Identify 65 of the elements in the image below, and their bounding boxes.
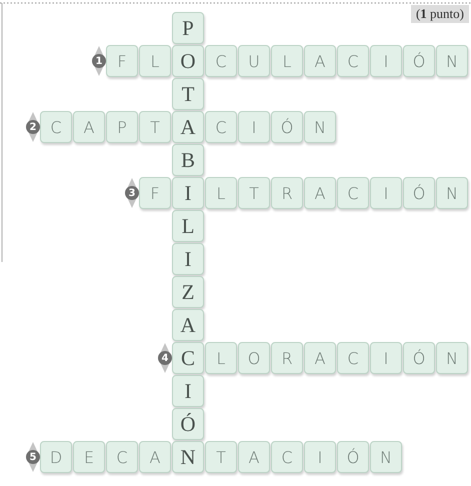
letter-cell: Ó: [337, 441, 369, 473]
letter-cell: R: [271, 342, 303, 374]
number-badge: 5: [25, 441, 41, 473]
letter-cell: I: [370, 177, 402, 209]
letter-cell: U: [238, 45, 270, 77]
letter-cell: I: [172, 375, 204, 407]
letter-cell: A: [304, 45, 336, 77]
letter-cell: I: [172, 177, 204, 209]
number-badge: 3: [124, 177, 140, 209]
letter-cell: I: [238, 111, 270, 143]
letter-cell: I: [370, 45, 402, 77]
letter-cell: A: [73, 111, 105, 143]
letter-cell: A: [304, 342, 336, 374]
letter-cell: C: [337, 342, 369, 374]
letter-cell: A: [304, 177, 336, 209]
letter-cell: O: [238, 342, 270, 374]
letter-cell: A: [172, 309, 204, 341]
letter-cell: I: [172, 243, 204, 275]
letter-cell: D: [40, 441, 72, 473]
letter-cell: T: [172, 78, 204, 110]
number-badge: 2: [25, 111, 41, 143]
letter-cell: C: [271, 441, 303, 473]
letter-cell: O: [172, 45, 204, 77]
letter-cell: A: [139, 441, 171, 473]
letter-cell: N: [172, 441, 204, 473]
number-badge: 4: [157, 342, 173, 374]
letter-cell: N: [304, 111, 336, 143]
letter-cell: Ó: [403, 45, 435, 77]
points-note: (1 punto): [410, 5, 469, 23]
letter-cell: N: [436, 177, 468, 209]
letter-cell: C: [205, 111, 237, 143]
letter-cell: P: [172, 12, 204, 44]
letter-cell: C: [106, 441, 138, 473]
letter-cell: C: [337, 177, 369, 209]
letter-cell: L: [205, 342, 237, 374]
letter-cell: Ó: [172, 408, 204, 440]
letter-cell: R: [271, 177, 303, 209]
letter-cell: C: [40, 111, 72, 143]
letter-cell: A: [172, 111, 204, 143]
letter-cell: L: [205, 177, 237, 209]
letter-cell: B: [172, 144, 204, 176]
letter-cell: A: [238, 441, 270, 473]
letter-cell: L: [172, 210, 204, 242]
letter-cell: Z: [172, 276, 204, 308]
letter-cell: L: [139, 45, 171, 77]
letter-cell: N: [370, 441, 402, 473]
letter-cell: P: [106, 111, 138, 143]
letter-cell: T: [238, 177, 270, 209]
letter-cell: Ó: [403, 342, 435, 374]
letter-cell: Ó: [271, 111, 303, 143]
letter-cell: T: [205, 441, 237, 473]
letter-cell: F: [106, 45, 138, 77]
letter-cell: I: [304, 441, 336, 473]
letter-cell: N: [436, 45, 468, 77]
letter-cell: E: [73, 441, 105, 473]
letter-cell: C: [205, 45, 237, 77]
letter-cell: N: [436, 342, 468, 374]
letter-cell: F: [139, 177, 171, 209]
letter-cell: C: [337, 45, 369, 77]
letter-cell: C: [172, 342, 204, 374]
letter-cell: Ó: [403, 177, 435, 209]
letter-cell: I: [370, 342, 402, 374]
number-badge: 1: [91, 45, 107, 77]
letter-cell: L: [271, 45, 303, 77]
letter-cell: T: [139, 111, 171, 143]
